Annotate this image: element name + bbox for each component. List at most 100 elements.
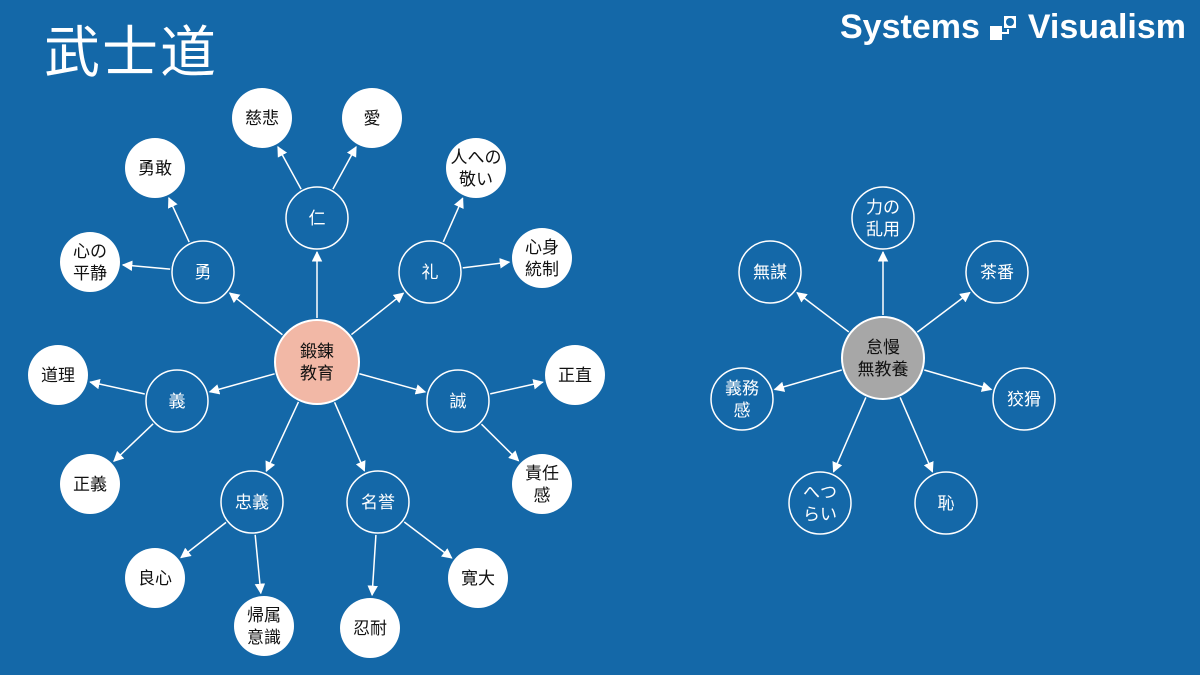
node-label: 寛大: [461, 569, 495, 589]
edge-bushido-gi-douri: [89, 378, 145, 395]
edge-bushido-jin-ai: [332, 145, 357, 190]
node-label: へつ: [803, 483, 837, 503]
node-circle: [342, 88, 402, 148]
node-circle: [446, 138, 506, 198]
node-label: 無教養: [858, 360, 909, 380]
node-bushido-ryoushin: 良心: [125, 548, 185, 608]
node-bushido-meiyo: 名誉: [346, 470, 410, 534]
node-circle: [171, 240, 235, 304]
brand-left-text: Systems: [839, 8, 980, 46]
node-bushido-makoto: 誠: [426, 369, 490, 433]
node-bushido-shoujiki: 正直: [545, 345, 605, 405]
node-label: 勇敢: [138, 159, 172, 179]
node-label: 茶番: [980, 263, 1014, 283]
node-label: 勇: [195, 263, 212, 283]
systems-visualism-logo-icon: [988, 12, 1020, 44]
node-circle: [841, 316, 925, 400]
node-label: 正直: [558, 366, 592, 386]
node-label: 敬い: [459, 170, 493, 190]
node-label: 誠: [450, 392, 467, 412]
node-bushido-jin: 仁: [285, 186, 349, 250]
node-circle: [125, 138, 185, 198]
edge-negative-center-hetsurai: [832, 397, 867, 473]
node-label: 責任: [525, 464, 559, 484]
brand-logo: Systems Visualism: [840, 8, 1186, 47]
edge-negative-center-chaban: [916, 291, 971, 333]
node-negative-gimu: 義務感: [710, 367, 774, 431]
node-negative-haji: 恥: [914, 471, 978, 535]
edge-bushido-center-rei: [350, 292, 405, 336]
node-circle: [965, 240, 1029, 304]
edge-bushido-jin-jihi: [277, 145, 302, 190]
node-circle: [28, 345, 88, 405]
edges-layer: [89, 145, 993, 597]
node-circle: [398, 240, 462, 304]
edge-negative-center-mubou: [796, 291, 850, 333]
node-label: 教育: [300, 364, 334, 384]
node-circle: [125, 548, 185, 608]
node-circle: [234, 596, 294, 656]
node-bushido-ai: 愛: [342, 88, 402, 148]
node-circle: [851, 186, 915, 250]
edge-bushido-chuugi-ryoushin: [180, 521, 227, 559]
edge-bushido-makoto-sekinin: [480, 423, 520, 462]
edge-bushido-center-chuugi: [265, 401, 300, 473]
node-circle: [788, 471, 852, 535]
node-label: 人への: [451, 148, 502, 168]
node-circle: [512, 454, 572, 514]
edge-bushido-center-gi: [208, 373, 275, 395]
node-bushido-sekinin: 責任感: [512, 454, 572, 514]
node-bushido-yuu: 勇: [171, 240, 235, 304]
edge-negative-center-haji: [899, 397, 934, 473]
node-label: 義務: [725, 379, 759, 399]
node-circle: [340, 598, 400, 658]
page-title: 武士道: [44, 21, 218, 86]
node-circle: [914, 471, 978, 535]
node-bushido-nintai: 忍耐: [340, 598, 400, 658]
node-circle: [545, 345, 605, 405]
node-label: 心の: [73, 242, 107, 262]
node-label: 良心: [138, 569, 172, 589]
node-label: 意識: [247, 628, 281, 648]
edge-negative-center-gimu: [773, 369, 842, 392]
node-label: 心身: [525, 238, 559, 258]
node-bushido-yuukan: 勇敢: [125, 138, 185, 198]
node-negative-mubou: 無謀: [738, 240, 802, 304]
node-label: 感: [734, 401, 751, 421]
node-label: 帰属: [247, 606, 281, 626]
node-circle: [710, 367, 774, 431]
node-circle: [992, 367, 1056, 431]
edge-bushido-yuu-heisei: [121, 260, 171, 271]
node-label: 名誉: [361, 493, 395, 513]
node-circle: [448, 548, 508, 608]
node-negative-koukatsu: 狡猾: [992, 367, 1056, 431]
node-circle: [738, 240, 802, 304]
node-label: 忍耐: [353, 619, 387, 639]
edge-negative-center-koukatsu: [924, 369, 993, 392]
node-circle: [60, 454, 120, 514]
node-label: 忠義: [235, 493, 269, 513]
edge-bushido-center-makoto: [359, 373, 427, 395]
node-label: 無謀: [753, 263, 787, 283]
edge-bushido-meiyo-kandai: [403, 521, 453, 559]
node-circle: [426, 369, 490, 433]
node-circle: [346, 470, 410, 534]
edge-bushido-meiyo-nintai: [367, 534, 378, 597]
edge-bushido-gi-seigi: [113, 423, 154, 462]
node-circle: [60, 232, 120, 292]
node-label: 恥: [938, 494, 955, 514]
node-circle: [220, 470, 284, 534]
edge-bushido-rei-keii: [442, 197, 464, 243]
edge-bushido-center-yuu: [228, 292, 283, 336]
node-bushido-kandai: 寛大: [448, 548, 508, 608]
edge-bushido-yuu-yuukan: [168, 197, 190, 243]
node-bushido-seigi: 正義: [60, 454, 120, 514]
node-circle: [512, 228, 572, 288]
